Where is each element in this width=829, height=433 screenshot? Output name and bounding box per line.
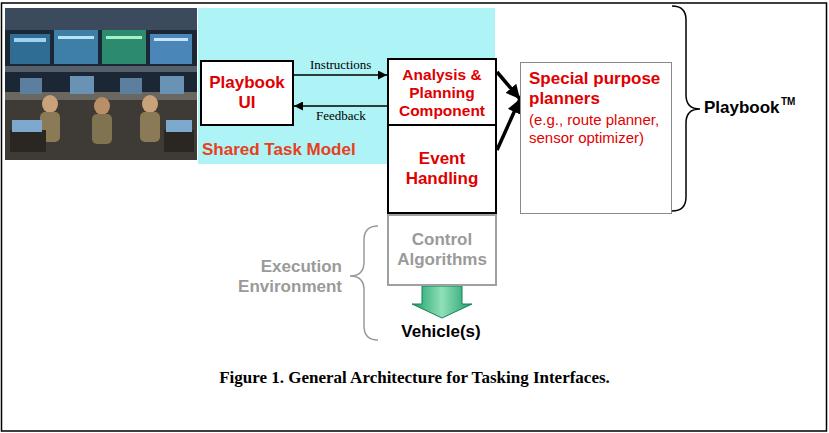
- control-room-photo: [5, 8, 197, 160]
- planners-box: Special purpose planners(e.g., route pla…: [520, 62, 672, 214]
- box-heading: Special purpose planners: [529, 69, 663, 109]
- planning-box: Analysis & Planning Component: [387, 58, 497, 128]
- box-label: Event Handling: [393, 149, 491, 189]
- connector-arrow: [294, 75, 387, 76]
- event-box: Event Handling: [387, 124, 497, 214]
- connector-arrow: [294, 106, 387, 107]
- connector-arrow: [497, 72, 520, 99]
- execution-brace: [350, 226, 378, 340]
- product-label: Playbook: [704, 98, 780, 118]
- box-label: Playbook UI: [206, 73, 288, 113]
- block-arrow: [412, 286, 472, 318]
- connector-line: [497, 72, 520, 99]
- connector-arrow: [412, 286, 472, 318]
- trademark-mark: TM: [781, 96, 795, 107]
- environment-label: Execution Environment: [232, 257, 342, 297]
- figure-frame: [2, 3, 827, 431]
- ui-box: Playbook UI: [200, 60, 294, 126]
- playbook-brace: [672, 6, 700, 211]
- connector-arrow: [497, 99, 520, 150]
- edge-label: Feedback: [314, 109, 368, 123]
- connector-line: [294, 105, 387, 106]
- box-label: Control Algorithms: [393, 230, 491, 270]
- connector-line: [497, 99, 520, 150]
- vehicle-node: Vehicle(s): [380, 320, 502, 344]
- box-body: (e.g., route planner, sensor optimizer): [529, 111, 663, 147]
- box-label: Analysis & Planning Component: [393, 66, 491, 120]
- edge-label: Instructions: [308, 58, 373, 72]
- figure-caption: Figure 1. General Architecture for Taski…: [0, 368, 829, 388]
- band-title: Shared Task Model: [202, 140, 356, 160]
- vehicle-label: Vehicle(s): [401, 322, 480, 342]
- control-box: Control Algorithms: [387, 214, 497, 286]
- connector-line: [294, 74, 387, 75]
